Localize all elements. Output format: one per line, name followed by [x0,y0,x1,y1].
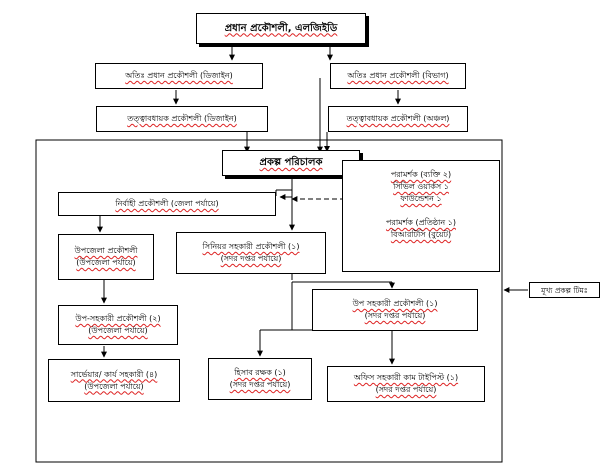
sub-ae-upazila-label: উপ-সহকারী প্রকৌশলী (২) [75,314,161,323]
node-office-assistant: অফিস সহকারী কাম টাইপিস্ট (১) (সদর দপ্তর … [327,366,485,402]
core-team-label-box: মূখ্য প্রকল্প টিমঃ [529,282,600,298]
upazila-engineer-level: (উপজেলা পর্যায়ে) [76,258,136,267]
consultant-individual: পরামর্শক (ব্যক্তি ২) [390,170,452,179]
node-se-design: তত্ত্বাবধায়ক প্রকৌশলী (ডিজাইন) [96,106,268,132]
se-design-label: তত্ত্বাবধায়ক প্রকৌশলী (ডিজাইন) [127,114,237,123]
node-surveyor: সার্ভেয়ার/ কার্য সহকারী (৪) (উপজেলা পর্… [48,359,180,402]
upazila-engineer-label: উপজেলা প্রকৌশলী [74,246,138,255]
node-consultants: পরামর্শক (ব্যক্তি ২) সিভিল ওয়ার্কস ১ ফা… [342,160,500,272]
consultant-civil: সিভিল ওয়ার্কস ১ [393,182,449,191]
node-ace-design: অতিঃ প্রধান প্রকৌশলী (ডিজাইন) [95,63,263,89]
ace-design-label: অতিঃ প্রধান প্রকৌশলী (ডিজাইন) [125,71,233,80]
core-team-label: মূখ্য প্রকল্প টিমঃ [541,285,588,295]
accountant-level: (সদর দপ্তর পর্যায়ে) [229,380,291,389]
node-sub-ae-upazila: উপ-সহকারী প্রকৌশলী (২) (উপজেলা পর্যায়ে) [58,305,178,345]
core-team-frame [35,139,503,463]
node-project-director: প্রকল্প পরিচালক [222,150,360,176]
office-assistant-label: অফিস সহকারী কাম টাইপিস্ট (১) [353,373,459,382]
senior-ae-label: সিনিয়র সহকারী প্রকৌশলী (১) [202,242,300,251]
node-chief-engineer: প্রধান প্রকৌশলী, এলজিইডি [196,13,366,44]
node-se-region: তত্ত্বাবধায়ক প্রকৌশলী (অঞ্চল) [328,106,468,132]
sub-ae-hq-label: উপ সহকারী প্রকৌশলী (১) [352,299,438,308]
sub-ae-hq-level: (সদর দপ্তর পর্যায়ে) [364,311,426,320]
consultant-foundation: ফাউন্ডেশন ১ [400,194,442,203]
consultant-firm: পরামর্শক (প্রতিষ্ঠান ১) [385,218,456,227]
consultant-brtc: বিআরটিসি (বুয়েট) [390,230,452,239]
senior-ae-level: (সদর দপ্তর পর্যায়ে) [220,254,282,263]
accountant-label: হিসাব রক্ষক (১) [234,368,286,377]
surveyor-level: (উপজেলা পর্যায়ে) [84,381,144,391]
surveyor-label: সার্ভেয়ার/ কার্য সহকারী (৪) [70,369,158,379]
chief-label: প্রধান প্রকৌশলী, এলজিইডি [224,22,338,34]
node-accountant: হিসাব রক্ষক (১) (সদর দপ্তর পর্যায়ে) [208,358,312,400]
sub-ae-upazila-level: (উপজেলা পর্যায়ে) [88,326,148,335]
project-director-label: প্রকল্প পরিচালক [259,157,323,168]
node-sub-ae-hq: উপ সহকারী প্রকৌশলী (১) (সদর দপ্তর পর্যায… [312,289,478,331]
node-ace-division: অতিঃ প্রধান প্রকৌশলী (বিভাগ) [330,63,466,89]
ace-division-label: অতিঃ প্রধান প্রকৌশলী (বিভাগ) [347,71,449,80]
node-upazila-engineer: উপজেলা প্রকৌশলী (উপজেলা পর্যায়ে) [58,234,154,280]
node-senior-ae: সিনিয়র সহকারী প্রকৌশলী (১) (সদর দপ্তর প… [176,232,326,274]
node-executive-engineer: নির্বাহী প্রকৌশলী (জেলা পর্যায়ে) [58,192,276,216]
office-assistant-level: (সদর দপ্তর পর্যায়ে) [375,385,437,394]
ee-label: নির্বাহী প্রকৌশলী (জেলা পর্যায়ে) [115,199,219,208]
se-region-label: তত্ত্বাবধায়ক প্রকৌশলী (অঞ্চল) [346,114,450,123]
